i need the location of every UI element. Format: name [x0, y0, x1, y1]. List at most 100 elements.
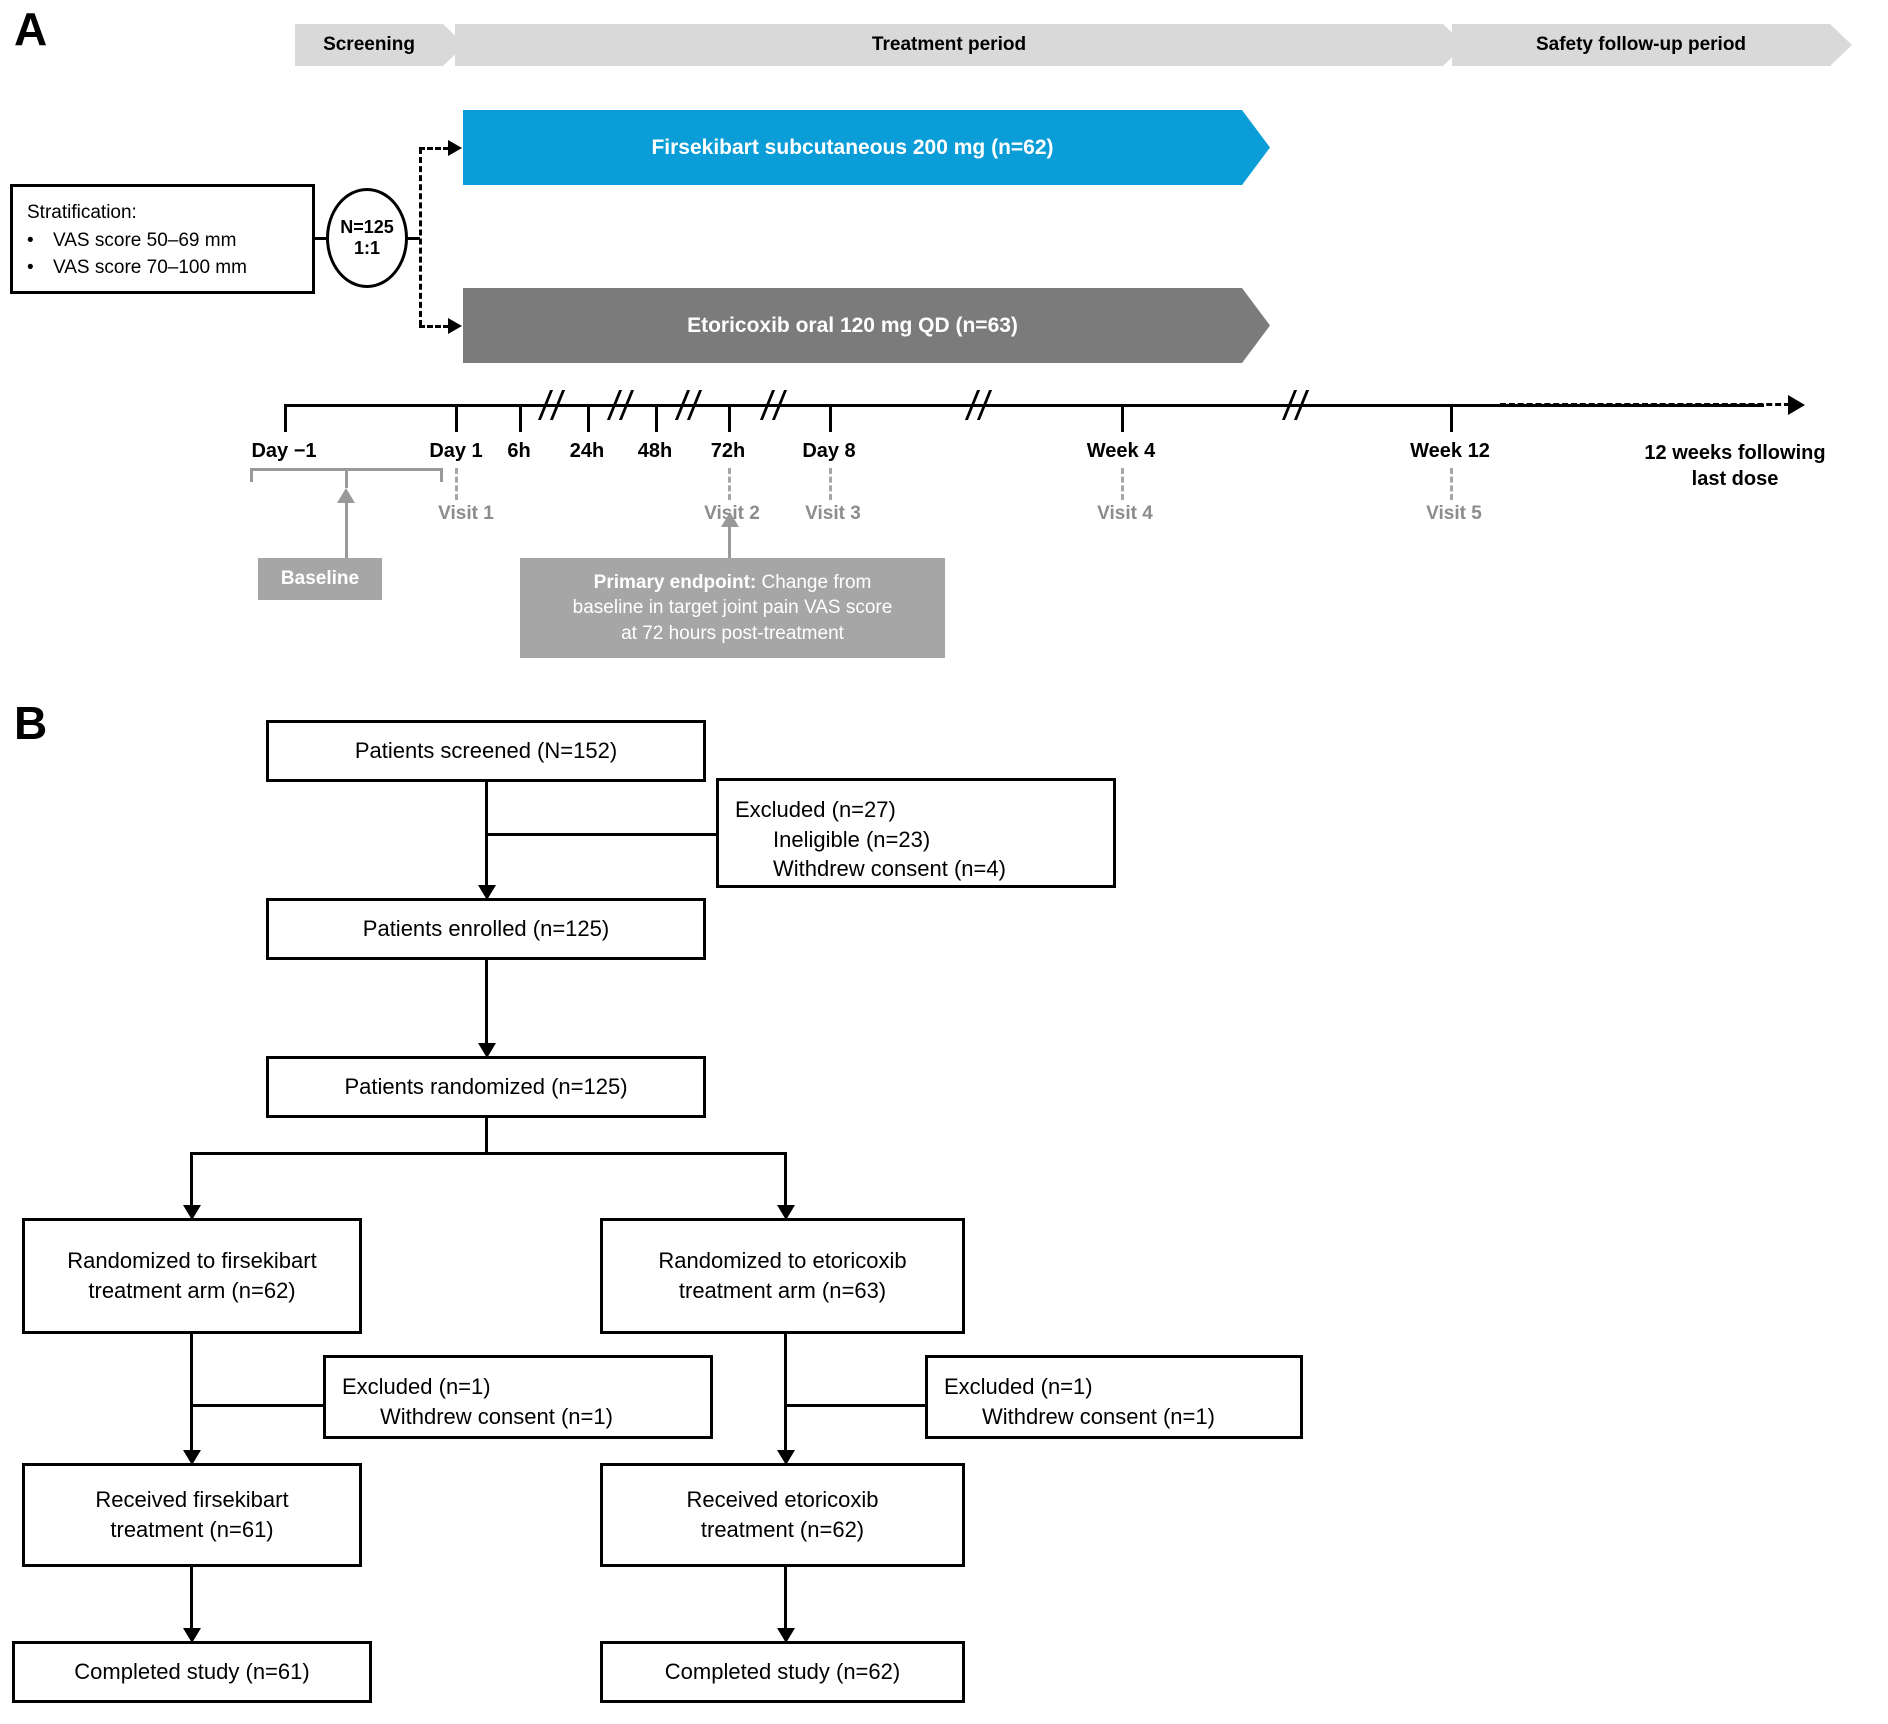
timeline-followup-dashed	[1500, 403, 1790, 406]
connector-received-right-to-completed	[784, 1567, 787, 1635]
timeline-end-arrow-icon	[1788, 395, 1805, 415]
arrow-to-enrolled-icon	[478, 885, 496, 900]
visit-2-connector	[728, 468, 731, 500]
timepoint-label-day-1: Day 1	[429, 440, 483, 462]
strat-to-circle-connector	[313, 237, 329, 240]
axis-break-icon	[535, 390, 569, 420]
axis-break-icon	[1279, 390, 1313, 420]
axis-break-icon	[672, 390, 706, 420]
treatment-arm-etoricoxib: Etoricoxib oral 120 mg QD (n=63)	[463, 288, 1270, 363]
connector-randomized-stem	[485, 1118, 488, 1154]
circle-to-split-connector	[406, 237, 420, 240]
arm-right-line2: treatment arm (n=63)	[678, 1278, 887, 1303]
phase-banner-screening: Screening	[295, 24, 465, 66]
flow-box-excluded-right: Excluded (n=1) Withdrew consent (n=1)	[925, 1355, 1303, 1439]
flow-box-received-right: Received etoricoxib treatment (n=62)	[600, 1463, 965, 1567]
axis-break-icon	[962, 390, 996, 420]
visit-4-connector	[1121, 468, 1124, 500]
arrow-to-completed-left-icon	[183, 1628, 201, 1643]
timeline-tick-24h	[587, 404, 590, 432]
randomization-circle: N=125 1:1	[326, 188, 408, 288]
randomization-branch-top	[419, 147, 449, 150]
arrow-to-received-left-icon	[183, 1450, 201, 1465]
connector-screened-to-enrolled	[485, 782, 488, 892]
panel-b-letter: B	[14, 697, 48, 749]
received-left-line1: Received firsekibart	[95, 1487, 289, 1513]
flow-box-completed-right: Completed study (n=62)	[600, 1641, 965, 1703]
connector-arm-left-to-excluded	[190, 1404, 326, 1407]
stratification-item-2: • VAS score 70–100 mm	[27, 254, 298, 282]
visit-1-connector	[455, 468, 458, 500]
arrow-to-arm-right-icon	[777, 1205, 795, 1220]
timeline-tick-day-1	[455, 404, 458, 432]
timepoint-label-week-12: Week 12	[1410, 440, 1490, 462]
axis-break-icon	[604, 390, 638, 420]
treatment-arm-firsekibart-label: Firsekibart subcutaneous 200 mg (n=62)	[651, 135, 1054, 159]
connector-screened-to-excluded	[485, 833, 718, 836]
arrow-to-randomized-icon	[478, 1043, 496, 1058]
connector-arm-right-to-excluded	[784, 1404, 928, 1407]
connector-arm-right-to-received	[784, 1334, 787, 1457]
excluded-top-line2: Ineligible (n=23)	[773, 826, 931, 852]
arm-right-line1: Randomized to etoricoxib	[658, 1248, 907, 1274]
excluded-top-line1: Excluded (n=27)	[735, 797, 896, 822]
baseline-bracket-right	[440, 468, 443, 482]
arm-left-line1: Randomized to firsekibart	[67, 1248, 317, 1274]
phase-banner-safety-followup: Safety follow-up period	[1452, 24, 1852, 66]
primary-endpoint-line1: Primary endpoint: Change from	[594, 570, 872, 595]
primary-endpoint-arrow-icon	[721, 512, 739, 527]
stratification-item-1-label: VAS score 50–69 mm	[53, 229, 237, 251]
baseline-connector	[345, 500, 348, 560]
visit-label-4: Visit 4	[1097, 503, 1153, 524]
timeline-tick-week-12	[1450, 404, 1453, 432]
arrow-to-etoricoxib-arm	[448, 318, 462, 334]
stratification-item-1: • VAS score 50–69 mm	[27, 227, 298, 255]
connector-enrolled-to-randomized	[485, 960, 488, 1050]
primary-endpoint-rest: Change from	[756, 572, 872, 594]
stratification-title: Stratification:	[27, 202, 137, 223]
timepoint-label-day-8: Day 8	[802, 440, 856, 462]
connector-arm-left-to-received	[190, 1334, 193, 1457]
timeline-end-label-line1: 12 weeks following	[1644, 442, 1826, 464]
visit-label-1: Visit 1	[438, 503, 494, 524]
received-right-line1: Received etoricoxib	[686, 1487, 879, 1513]
randomization-branch-bottom	[419, 325, 449, 328]
baseline-box: Baseline	[258, 558, 382, 600]
treatment-arm-etoricoxib-label: Etoricoxib oral 120 mg QD (n=63)	[687, 313, 1018, 337]
connector-split-left	[190, 1152, 193, 1212]
primary-endpoint-box: Primary endpoint: Change from baseline i…	[520, 558, 945, 658]
excluded-right-line2: Withdrew consent (n=1)	[982, 1403, 1215, 1429]
timepoint-label-24h: 24h	[569, 440, 605, 462]
timepoint-label-day-minus-1: Day −1	[251, 440, 317, 462]
timeline-tick-day-minus-1	[284, 404, 287, 432]
timeline-tick-6h	[519, 404, 522, 432]
flow-box-received-left: Received firsekibart treatment (n=61)	[22, 1463, 362, 1567]
arrow-to-firsekibart-arm	[448, 140, 462, 156]
axis-break-icon	[757, 390, 791, 420]
excluded-left-line2: Withdrew consent (n=1)	[380, 1403, 613, 1429]
randomization-ratio: 1:1	[353, 238, 380, 258]
timeline-end-label-line2: last dose	[1691, 468, 1779, 490]
timepoint-label-72h: 72h	[710, 440, 746, 462]
excluded-left-line1: Excluded (n=1)	[342, 1374, 491, 1399]
connector-split-right	[784, 1152, 787, 1212]
phase-label-safety-followup: Safety follow-up period	[1535, 34, 1747, 55]
flow-box-arm-left: Randomized to firsekibart treatment arm …	[22, 1218, 362, 1334]
connector-received-left-to-completed	[190, 1567, 193, 1635]
flow-box-arm-right: Randomized to etoricoxib treatment arm (…	[600, 1218, 965, 1334]
panel-a-letter: A	[14, 3, 48, 55]
timeline-tick-48h	[655, 404, 658, 432]
timeline-axis	[284, 404, 1764, 407]
arm-left-line2: treatment arm (n=62)	[88, 1278, 296, 1303]
primary-endpoint-line3: at 72 hours post-treatment	[621, 622, 844, 644]
primary-endpoint-connector	[728, 524, 731, 560]
excluded-top-line3: Withdrew consent (n=4)	[773, 856, 1006, 882]
arrow-to-completed-right-icon	[777, 1628, 795, 1643]
timepoint-label-6h: 6h	[507, 440, 531, 462]
primary-endpoint-line2: baseline in target joint pain VAS score	[572, 597, 893, 619]
timepoint-label-week-4: Week 4	[1086, 440, 1156, 462]
timeline-end-label: 12 weeks following last dose	[1585, 440, 1885, 492]
flow-box-screened: Patients screened (N=152)	[266, 720, 706, 782]
flow-box-randomized: Patients randomized (n=125)	[266, 1056, 706, 1118]
visit-3-connector	[829, 468, 832, 500]
